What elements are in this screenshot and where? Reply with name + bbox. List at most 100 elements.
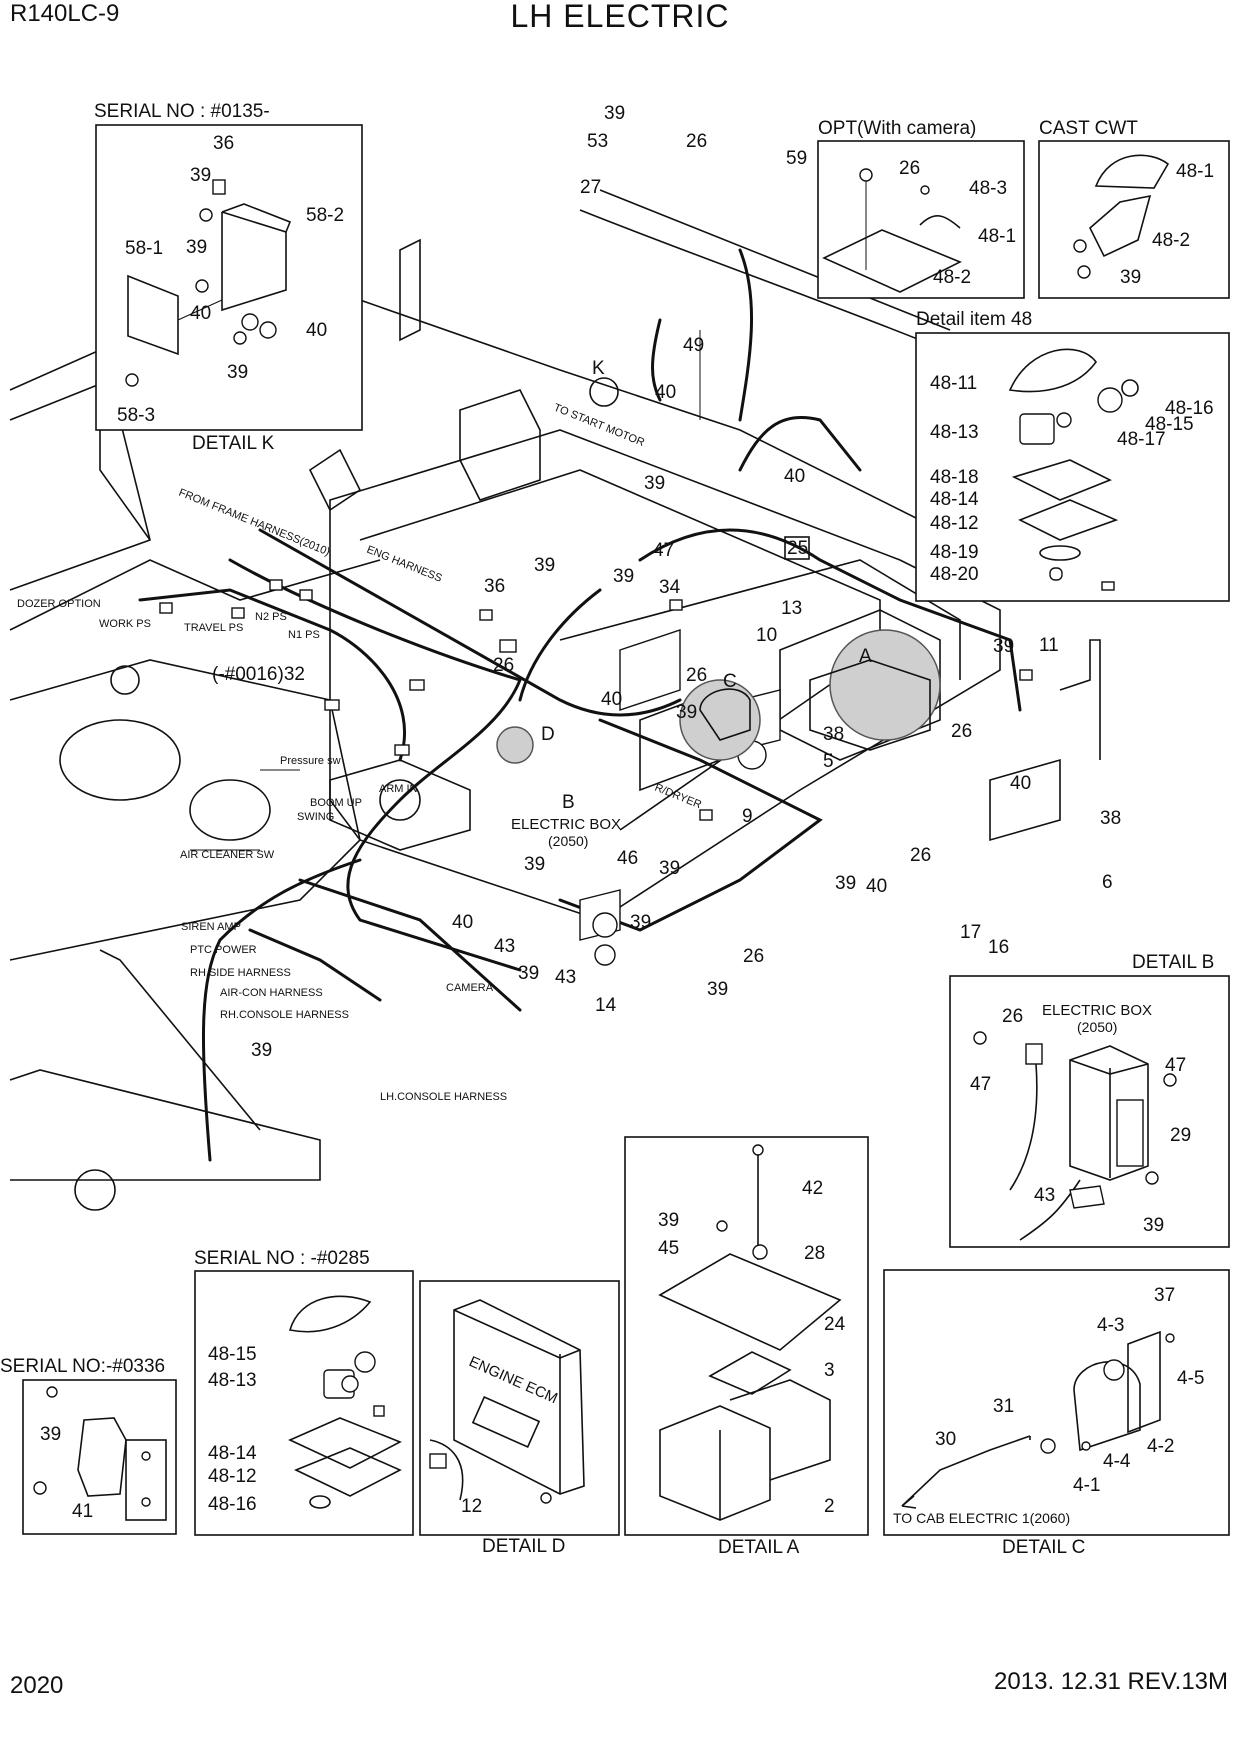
part-label: 48-2 — [933, 267, 971, 288]
part-label: 48-20 — [930, 564, 979, 585]
part-label: 45 — [658, 1238, 679, 1259]
part-label: 39 — [676, 702, 697, 723]
panel-heading: OPT(With camera) — [818, 118, 976, 139]
electric-box-label: ELECTRIC BOX — [511, 816, 621, 833]
part-label: 38 — [1100, 808, 1121, 829]
harness-label: R/DRYER — [653, 782, 703, 812]
part-label: 28 — [804, 1243, 825, 1264]
panel-heading: SERIAL NO:-#0336 — [0, 1356, 165, 1377]
part-label: 48-14 — [208, 1443, 257, 1464]
part-label: 16 — [988, 937, 1009, 958]
panel-heading: SERIAL NO : #0135- — [94, 101, 270, 122]
part-label: 48-11 — [930, 373, 977, 394]
part-label: 13 — [781, 598, 802, 619]
part-label: 46 — [617, 848, 638, 869]
part-25-box — [784, 536, 810, 560]
harness-label: FROM FRAME HARNESS(2010) — [177, 487, 332, 559]
part-label: 6 — [1102, 872, 1113, 893]
part-label: 38 — [823, 724, 844, 745]
harness-label: Pressure sw — [280, 755, 341, 767]
harness-label: WORK PS — [99, 618, 151, 630]
part-label: 48-16 — [1165, 398, 1214, 419]
part-label: K — [592, 358, 605, 379]
part-label: 42 — [802, 1178, 823, 1199]
part-label: 48-18 — [930, 467, 979, 488]
detail-d-panel: ENGINE ECM 12 DETAIL D — [419, 1280, 620, 1557]
part-label: 11 — [1039, 635, 1059, 656]
part-label: 48-1 — [978, 226, 1016, 247]
part-label: 40 — [306, 320, 327, 341]
harness-label: CAMERA — [446, 982, 494, 994]
part-label: B — [562, 792, 575, 813]
detail-c-highlight — [679, 679, 761, 761]
part-label: 27 — [580, 177, 601, 198]
part-label: 17 — [960, 922, 981, 943]
part-label: 4-3 — [1097, 1315, 1124, 1336]
revision-date: 2013. 12.31 REV.13M — [994, 1668, 1228, 1695]
part-label: 26 — [743, 946, 764, 967]
part-label: 48-1 — [1176, 161, 1214, 182]
part-label: 2 — [824, 1496, 835, 1517]
serial-0285-panel: SERIAL NO : -#0285 48-15 48-13 48-14 48-… — [194, 1248, 414, 1536]
part-label: 37 — [1154, 1285, 1175, 1306]
part-label: 39 — [518, 963, 539, 984]
part-label: 48-15 — [208, 1344, 257, 1365]
part-label: 39 — [190, 165, 211, 186]
panel-heading: SERIAL NO : -#0285 — [194, 1248, 370, 1269]
detail-k-panel: SERIAL NO : #0135- 36 39 58-2 58-1 39 40… — [94, 101, 363, 454]
part-label: 26 — [493, 655, 514, 676]
panel-heading: Detail item 48 — [916, 309, 1032, 330]
panel-caption: DETAIL K — [192, 433, 275, 454]
part-label: 26 — [686, 665, 707, 686]
harness-label: ENG HARNESS — [365, 544, 444, 585]
part-label: 26 — [1002, 1006, 1023, 1027]
part-label: 48-12 — [930, 513, 979, 534]
panel-caption: DETAIL A — [718, 1537, 800, 1558]
harness-label: BOOM UP — [310, 797, 362, 809]
part-label: 29 — [1170, 1125, 1191, 1146]
part-label: 48-13 — [930, 422, 979, 443]
detail-k-ring — [589, 377, 619, 407]
part-label: 34 — [659, 577, 681, 598]
part-label: 47 — [1165, 1055, 1186, 1076]
part-label: 48-16 — [208, 1494, 257, 1515]
detail-c-panel: TO CAB ELECTRIC 1(2060) 37 4-3 4-5 31 4-… — [883, 1269, 1230, 1558]
part-label: 26 — [910, 845, 931, 866]
part-label: 48-17 — [1117, 429, 1166, 450]
electric-box-label: ELECTRIC BOX — [1042, 1002, 1152, 1019]
part-label: 47 — [970, 1074, 991, 1095]
panel-caption: DETAIL D — [482, 1536, 565, 1557]
part-label: 4-2 — [1147, 1436, 1174, 1457]
harness-label: AIR CLEANER SW — [180, 849, 275, 861]
part-label: 53 — [587, 131, 608, 152]
part-label: C — [723, 671, 737, 692]
part-label: 58-1 — [125, 238, 163, 259]
harness-label: LH.CONSOLE HARNESS — [380, 1091, 507, 1103]
detail-a-panel: 42 39 45 28 24 3 2 DETAIL A — [624, 1136, 869, 1558]
harness-label: PTC POWER — [190, 944, 257, 956]
part-label: 59 — [786, 148, 807, 169]
part-label: 48-19 — [930, 542, 979, 563]
part-label: 43 — [1034, 1185, 1055, 1206]
part-label: 40 — [601, 689, 622, 710]
harness-label: DOZER OPTION — [17, 598, 101, 610]
part-label: 39 — [707, 979, 728, 1000]
part-label: 40 — [866, 876, 887, 897]
part-label: 48-14 — [930, 489, 979, 510]
part-label: 10 — [756, 625, 777, 646]
part-label: 40 — [1010, 773, 1031, 794]
part-label: 31 — [993, 1396, 1014, 1417]
part-label: 43 — [494, 936, 515, 957]
harness-label: TRAVEL PS — [184, 622, 243, 634]
part-label: 39 — [40, 1424, 61, 1445]
part-label: 39 — [613, 566, 634, 587]
part-label: D — [541, 724, 555, 745]
part-label: 24 — [824, 1314, 846, 1335]
panel-heading: CAST CWT — [1039, 118, 1138, 139]
harness-label: N1 PS — [288, 629, 320, 641]
part-label: A — [859, 646, 872, 667]
harness-label: AIR-CON HARNESS — [220, 987, 323, 999]
part-label: 4-1 — [1073, 1475, 1100, 1496]
part-label: 47 — [653, 540, 674, 561]
part-label: 48-13 — [208, 1370, 257, 1391]
